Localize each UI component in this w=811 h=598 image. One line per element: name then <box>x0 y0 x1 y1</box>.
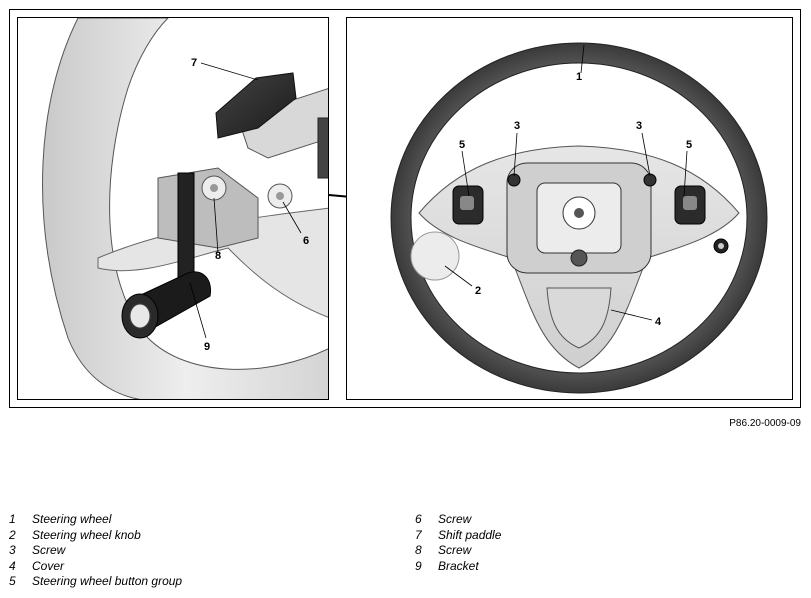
cover <box>546 287 612 349</box>
detail-view-illustration: 7 8 6 9 <box>42 18 328 399</box>
figure-code: P86.20-0009-09 <box>729 418 801 429</box>
callout-3-left: 3 <box>514 120 520 132</box>
callout-4: 4 <box>655 316 662 328</box>
callout-5-right: 5 <box>686 139 692 151</box>
hub-structure <box>237 88 328 159</box>
callout-8: 8 <box>215 250 221 262</box>
callout-6: 6 <box>303 235 309 247</box>
callout-5-left: 5 <box>459 139 465 151</box>
shift-paddle <box>215 72 297 139</box>
callout-1: 1 <box>576 71 582 83</box>
callout-3-right: 3 <box>636 120 642 132</box>
callout-9: 9 <box>204 341 210 353</box>
detail-view-panel: 7 8 6 9 <box>17 17 329 400</box>
callout-7: 7 <box>191 57 197 69</box>
steering-wheel-knob <box>410 231 460 281</box>
steering-wheel-panel: 1 5 5 3 3 2 4 <box>346 17 793 400</box>
steering-wheel-rim-detail <box>42 18 328 399</box>
figure-frame <box>9 9 801 408</box>
steering-wheel-illustration: 1 5 5 3 3 2 4 <box>390 42 768 394</box>
callout-2: 2 <box>475 285 481 297</box>
